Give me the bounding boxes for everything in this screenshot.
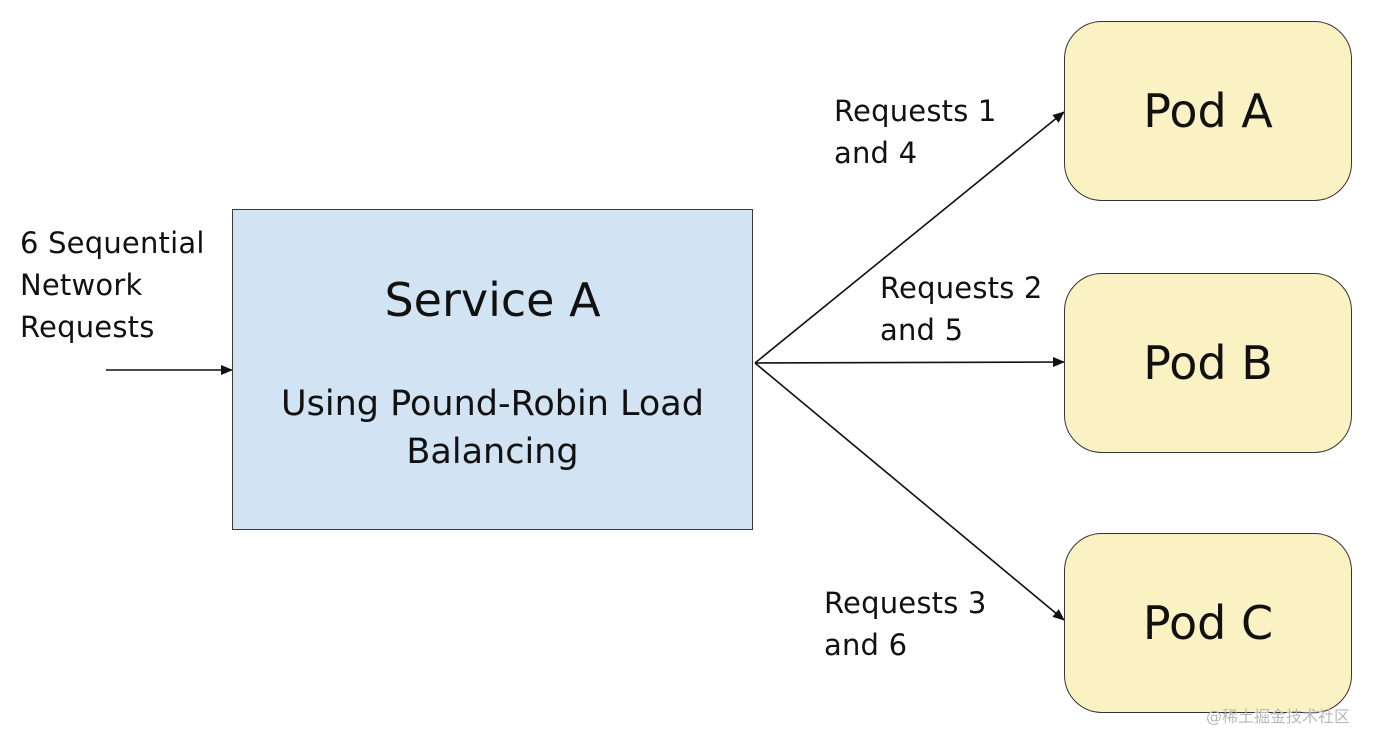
route-label-line-2: and 5 [880, 313, 964, 347]
route-label-pod-c: Requests 3 and 6 [824, 582, 987, 666]
input-label-line-1: 6 Sequential [20, 226, 205, 260]
service-title: Service A [384, 273, 601, 327]
route-label-line-2: and 6 [824, 628, 908, 662]
route-label-line-2: and 4 [834, 136, 918, 170]
service-subtitle-line-1: Using Pound-Robin Load [281, 384, 704, 424]
service-a-box: Service A Using Pound-Robin Load Balanci… [232, 209, 753, 530]
pod-label: Pod A [1143, 84, 1273, 138]
route-label-pod-b: Requests 2 and 5 [880, 267, 1043, 351]
arrow-to-pod-b [754, 357, 1065, 368]
input-label-line-3: Requests [20, 310, 155, 344]
pod-label: Pod B [1143, 336, 1273, 390]
route-label-line-1: Requests 3 [824, 586, 987, 620]
pod-label: Pod C [1142, 596, 1274, 650]
route-label-pod-a: Requests 1 and 4 [834, 90, 997, 174]
pod-a: Pod A [1064, 21, 1352, 201]
service-subtitle-line-2: Balancing [406, 432, 579, 472]
route-label-line-1: Requests 1 [834, 94, 997, 128]
pod-b: Pod B [1064, 273, 1352, 453]
arrow-to-pod-c [754, 362, 1065, 621]
service-subtitle: Using Pound-Robin Load Balancing [233, 380, 752, 476]
pod-c: Pod C [1064, 533, 1352, 713]
input-label: 6 Sequential Network Requests [20, 222, 205, 348]
arrow-to-pod-a [754, 111, 1065, 364]
input-label-line-2: Network [20, 268, 143, 302]
route-label-line-1: Requests 2 [880, 271, 1043, 305]
watermark: @稀土掘金技术社区 [1206, 707, 1351, 726]
